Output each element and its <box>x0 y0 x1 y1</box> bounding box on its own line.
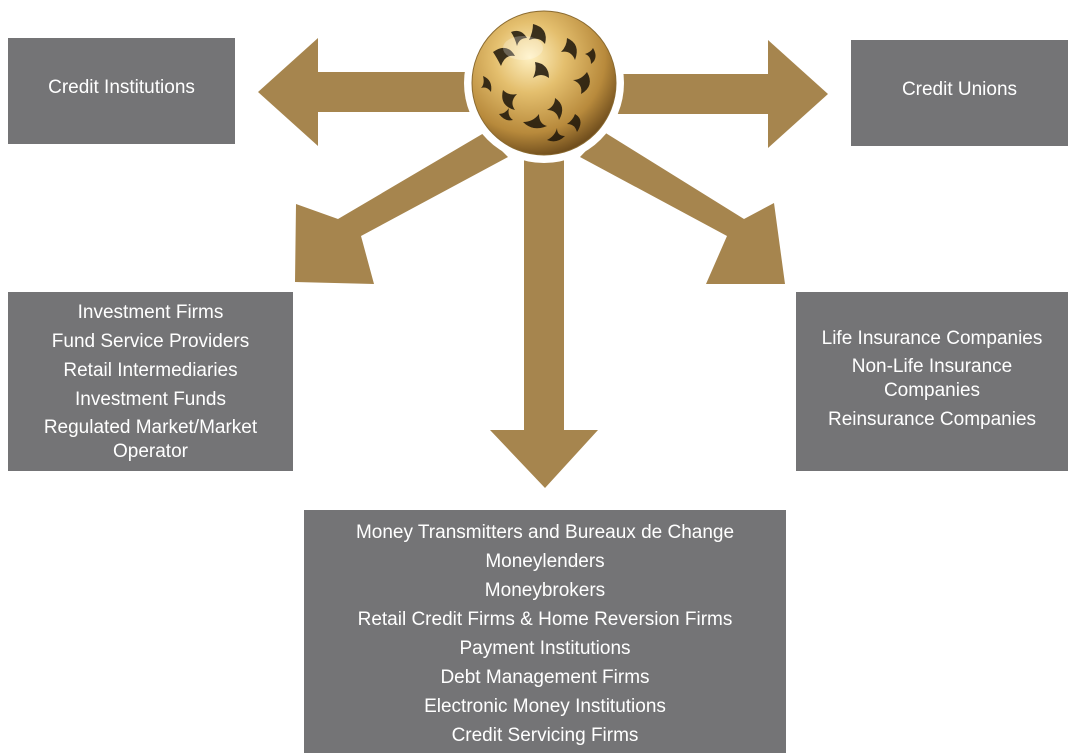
box-label: Electronic Money Institutions <box>424 695 666 717</box>
box-label: Investment Firms <box>77 301 224 323</box>
box-label: Retail Intermediaries <box>63 359 238 381</box>
box-label: Credit Institutions <box>48 76 195 98</box>
box-label: Money Transmitters and Bureaux de Change <box>355 521 735 543</box>
gold-globe-icon <box>463 2 625 169</box>
credit-unions-box: Credit Unions <box>851 40 1068 146</box>
investment-services-box: Investment Firms Fund Service Providers … <box>8 292 293 471</box>
arrow-to-insurance-box <box>580 132 785 284</box>
other-financial-services-box: Money Transmitters and Bureaux de Change… <box>304 510 786 753</box>
box-label: Payment Institutions <box>459 637 631 659</box>
box-label: Regulated Market/Market Operator <box>43 416 258 462</box>
arrow-to-credit-unions <box>605 40 828 148</box>
box-label: Moneylenders <box>485 550 605 572</box>
box-label: Reinsurance Companies <box>827 408 1037 430</box>
box-label: Credit Unions <box>901 78 1018 100</box>
box-label: Credit Servicing Firms <box>451 724 639 746</box>
box-label: Life Insurance Companies <box>821 327 1043 349</box>
box-label: Moneybrokers <box>484 579 606 601</box>
arrow-to-bottom-box <box>490 160 598 488</box>
box-label: Fund Service Providers <box>51 330 250 352</box>
box-label: Non-Life Insurance Companies <box>851 355 1013 401</box>
insurance-box: Life Insurance Companies Non-Life Insura… <box>796 292 1068 471</box>
credit-institutions-box: Credit Institutions <box>8 38 235 144</box>
arrow-to-investment-box <box>295 133 508 284</box>
box-label: Debt Management Firms <box>440 666 650 688</box>
box-label: Investment Funds <box>74 388 227 410</box>
box-label: Retail Credit Firms & Home Reversion Fir… <box>357 608 733 630</box>
arrow-to-credit-institutions <box>258 38 480 146</box>
